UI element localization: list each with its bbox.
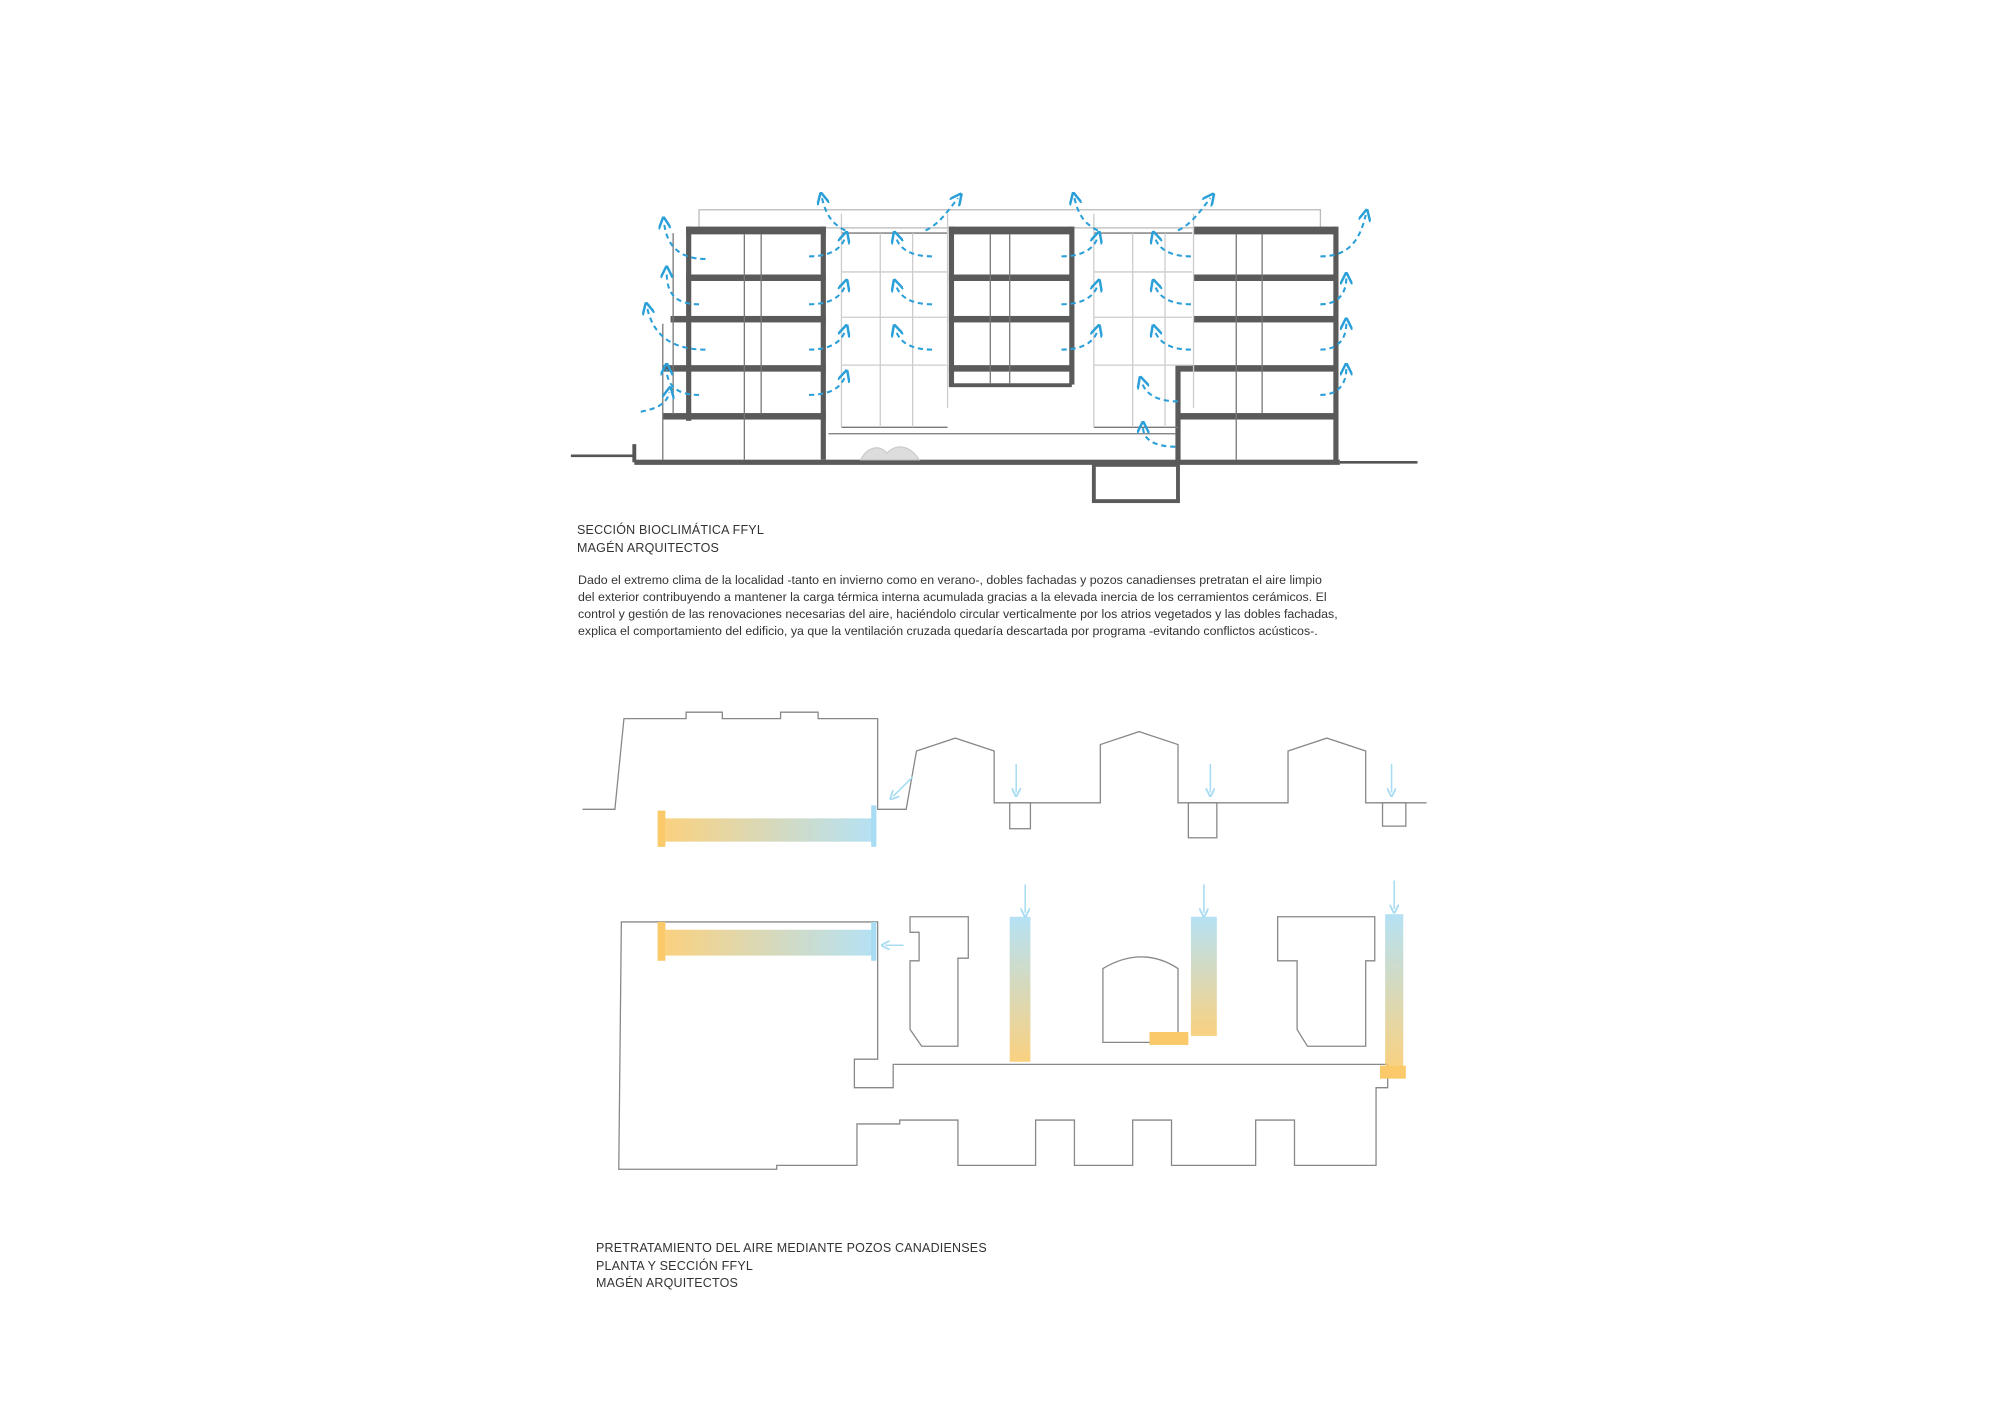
section-caption: SECCIÓN BIOCLIMÁTICA FFYL MAGÉN ARQUITEC… (577, 522, 764, 557)
pozos-caption-subtitle: PLANTA Y SECCIÓN FFYL (596, 1258, 754, 1273)
description-line: explica el comportamiento del edificio, … (578, 624, 1318, 638)
description-line: del exterior contribuyendo a mantener la… (578, 590, 1327, 604)
section-caption-author: MAGÉN ARQUITECTOS (577, 540, 720, 555)
pozos-caption: PRETRATAMIENTO DEL AIRE MEDIANTE POZOS C… (596, 1240, 987, 1293)
canadian-wells-section (582, 711, 1427, 847)
section-description: Dado el extremo clima de la localidad -t… (578, 572, 1428, 640)
pozos-caption-author: MAGÉN ARQUITECTOS (596, 1276, 739, 1290)
description-line: control y gestión de las renovaciones ne… (578, 607, 1338, 621)
bioclimatic-section (570, 198, 1418, 504)
pozos-caption-title: PRETRATAMIENTO DEL AIRE MEDIANTE POZOS C… (596, 1241, 987, 1255)
description-line: Dado el extremo clima de la localidad -t… (578, 573, 1322, 587)
section-caption-title: SECCIÓN BIOCLIMÁTICA FFYL (577, 523, 764, 537)
canadian-wells-plan (618, 880, 1406, 1170)
